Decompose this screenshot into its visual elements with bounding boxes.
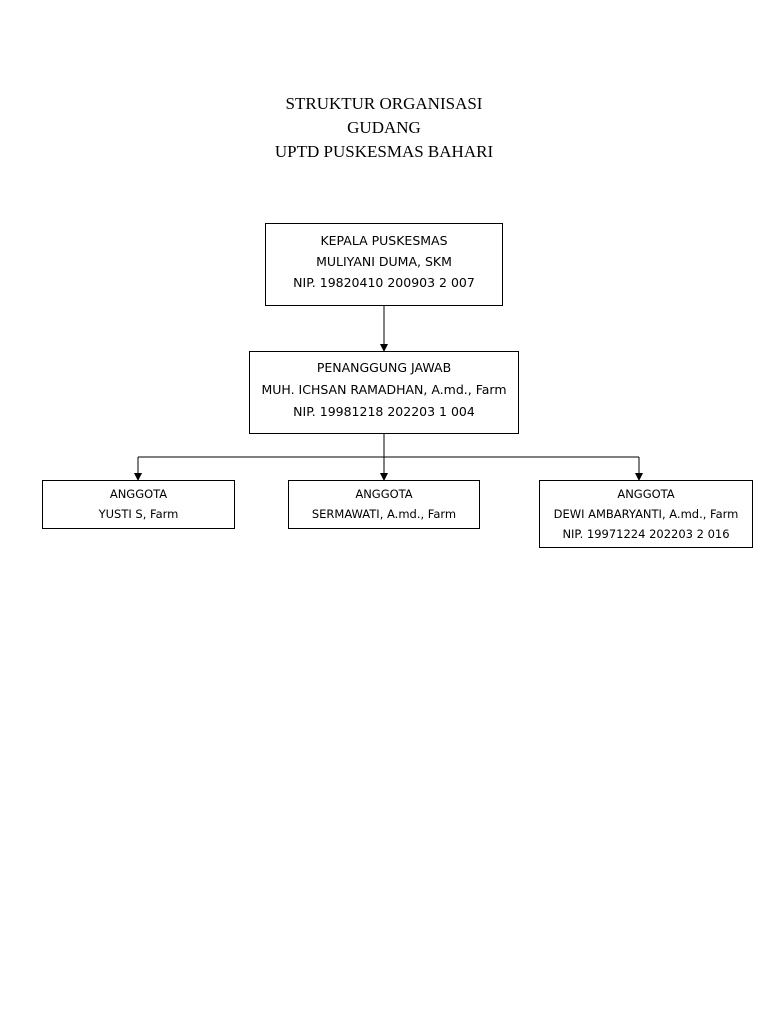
title-line-2: GUDANG: [347, 118, 421, 137]
responsible-nip: NIP. 19981218 202203 1 004: [293, 404, 475, 419]
responsible-name: MUH. ICHSAN RAMADHAN, A.md., Farm: [261, 382, 507, 397]
member-box-2: ANGGOTA SERMAWATI, A.md., Farm: [288, 480, 480, 529]
head-box: KEPALA PUSKESMAS MULIYANI DUMA, SKM NIP.…: [265, 223, 503, 306]
member-2-role: ANGGOTA: [355, 487, 413, 501]
member-1-role: ANGGOTA: [109, 487, 168, 501]
member-box-3: ANGGOTA DEWI AMBARYANTI, A.md., Farm NIP…: [539, 480, 753, 548]
member-2-name: SERMAWATI, A.md., Farm: [311, 507, 457, 521]
member-3-role: ANGGOTA: [617, 487, 675, 501]
responsible-box: PENANGGUNG JAWAB MUH. ICHSAN RAMADHAN, A…: [249, 351, 519, 434]
responsible-role: PENANGGUNG JAWAB: [316, 360, 452, 375]
member-box-1: ANGGOTA YUSTI S, Farm: [42, 480, 235, 529]
member-1-name: YUSTI S, Farm: [98, 507, 179, 521]
member-3-name: DEWI AMBARYANTI, A.md., Farm: [553, 507, 739, 521]
head-role: KEPALA PUSKESMAS: [320, 233, 448, 248]
title-line-1: STRUKTUR ORGANISASI: [285, 94, 483, 113]
member-3-nip: NIP. 19971224 202203 2 016: [562, 527, 730, 541]
title-line-3: UPTD PUSKESMAS BAHARI: [274, 142, 494, 161]
chart-title: STRUKTUR ORGANISASI GUDANG UPTD PUSKESMA…: [0, 92, 768, 164]
head-name: MULIYANI DUMA, SKM: [316, 254, 452, 269]
head-nip: NIP. 19820410 200903 2 007: [293, 275, 475, 290]
